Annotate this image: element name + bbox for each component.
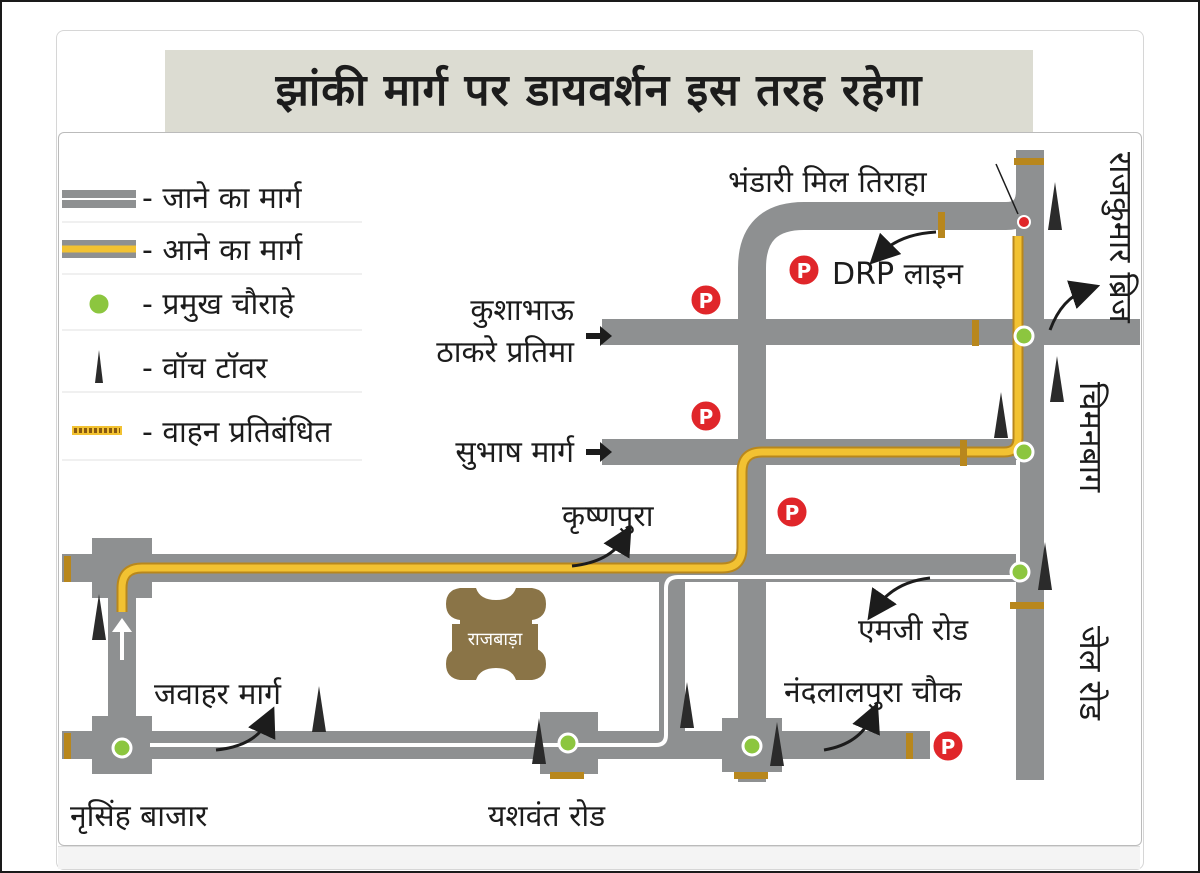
- label-drp: DRP लाइन: [832, 257, 964, 292]
- up-arrow-icon: [112, 618, 132, 660]
- junction-dot-icon: [557, 732, 579, 754]
- page-title: झांकी मार्ग पर डायवर्शन इस तरह रहेगा: [275, 65, 923, 116]
- legend-watch-tower-label: - वॉच टॉवर: [142, 351, 268, 386]
- label-chimanbagh: चिमनबाग: [1072, 382, 1110, 493]
- label-yashwant: यशवंत रोड: [488, 799, 606, 834]
- restricted-icon: [906, 733, 913, 759]
- label-krishnapura: कृष्णपुरा: [562, 499, 655, 535]
- incoming-route: [116, 236, 1024, 612]
- svg-text:P: P: [941, 735, 956, 759]
- watch-tower-icon: [994, 392, 1008, 438]
- rajwada-label: राजबाड़ा: [468, 629, 523, 650]
- watch-tower-icon: [770, 722, 784, 766]
- curved-arrow-icon: [571, 525, 632, 568]
- label-kushabhau-1: कुशाभाऊ: [470, 293, 574, 329]
- curved-arrow-icon: [1048, 280, 1101, 331]
- watch-tower-icon: [95, 350, 103, 383]
- parking-icon: P: [774, 494, 810, 530]
- legend-incoming: - आने का मार्ग: [62, 233, 303, 268]
- watch-tower-icon: [680, 682, 694, 728]
- junction-dot-icon: [1009, 561, 1031, 583]
- junction-dot-icon: [1013, 325, 1035, 347]
- outgoing-route: [150, 460, 1020, 747]
- parking-icon: P: [688, 398, 724, 434]
- legend-outgoing-label: - जाने का मार्ग: [142, 181, 303, 216]
- label-kushabhau-2: ठाकरे प्रतिमा: [436, 335, 575, 370]
- restricted-icon: [1014, 158, 1044, 165]
- svg-text:P: P: [785, 501, 800, 525]
- watch-tower-icon: [1050, 356, 1064, 402]
- junction-dot-icon: [111, 737, 133, 759]
- watch-tower-icon: [532, 718, 546, 764]
- arrow-right-icon: [586, 326, 612, 346]
- svg-text:P: P: [699, 405, 714, 429]
- junction-dot-icon: [1013, 441, 1035, 463]
- restricted-icon: [550, 772, 584, 779]
- restricted-icon: [64, 733, 71, 759]
- restricted-icon: [972, 320, 979, 346]
- legend-restricted: - वाहन प्रतिबंधित: [72, 415, 332, 450]
- restricted-icon: [960, 440, 967, 466]
- label-bhandari: भंडारी मिल तिराहा: [728, 165, 928, 200]
- legend-restricted-label: - वाहन प्रतिबंधित: [142, 415, 332, 450]
- watch-tower-icon: [92, 594, 106, 640]
- parking-icon: P: [930, 728, 966, 764]
- watch-tower-icon: [312, 686, 326, 732]
- tirahaa-dot-icon: [1017, 215, 1031, 229]
- svg-text:P: P: [699, 289, 714, 313]
- label-rajkumar: राजकुमार ब्रिज: [1101, 152, 1140, 324]
- curved-arrow-icon: [869, 230, 937, 265]
- restricted-icon: [64, 556, 71, 582]
- restricted-markers: [64, 158, 1044, 779]
- bottom-strip: [58, 846, 1140, 869]
- label-narsingh: नृसिंह बाजार: [70, 799, 208, 835]
- legend-incoming-label: - आने का मार्ग: [142, 233, 303, 268]
- legend-junction-label: - प्रमुख चौराहे: [142, 287, 295, 323]
- leader-line: [995, 163, 1019, 215]
- watch-tower-icon: [1038, 542, 1052, 590]
- label-jail-road: जेल रोड: [1072, 626, 1110, 721]
- map-panel: [58, 132, 1142, 846]
- svg-text:P: P: [797, 259, 812, 283]
- place-labels: भंडारी मिल तिराहा DRP लाइन राजकुमार ब्रि…: [70, 152, 1140, 835]
- title-bar: [165, 50, 1033, 132]
- legend-watch-tower: - वॉच टॉवर: [95, 350, 268, 386]
- parking-icon: P: [786, 252, 822, 288]
- legend-outgoing: - जाने का मार्ग: [62, 181, 303, 216]
- curved-arrow-icon: [867, 576, 931, 621]
- label-nandlalpura: नंदलालपुरा चौक: [784, 675, 962, 711]
- curved-arrow-icon: [215, 706, 276, 752]
- watch-tower-icon: [1048, 182, 1062, 230]
- junction-dot-icon: [86, 291, 112, 317]
- parking-icon: P: [688, 282, 724, 318]
- legend: - जाने का मार्ग - आने का मार्ग - प्रमुख …: [62, 181, 362, 461]
- entry-arrows: [586, 326, 612, 462]
- rajwada-palace: राजबाड़ा: [446, 588, 546, 680]
- restricted-icon: [734, 772, 768, 779]
- curved-arrow-icon: [823, 702, 880, 752]
- restricted-icon: [1010, 602, 1044, 609]
- label-subhash: सुभाष मार्ग: [455, 435, 575, 471]
- junction-dot-icon: [741, 735, 763, 757]
- arrow-right-icon: [586, 442, 612, 462]
- pointer-arrows: [215, 230, 1101, 752]
- junction-markers: [111, 215, 1035, 759]
- label-jawahar: जवाहर मार्ग: [154, 677, 282, 712]
- parking-markers: P P P P P: [688, 252, 966, 764]
- legend-junction: - प्रमुख चौराहे: [86, 287, 295, 323]
- restricted-icon: [938, 212, 945, 238]
- label-mg-road: एमजी रोड: [858, 613, 969, 648]
- watch-towers: [92, 182, 1064, 766]
